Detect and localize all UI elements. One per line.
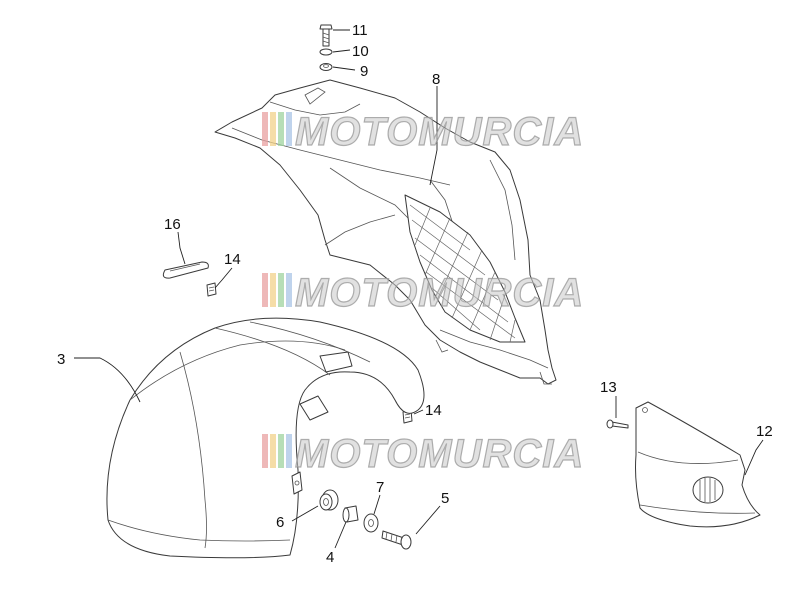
callout-11: 11 — [352, 22, 368, 39]
callout-7: 7 — [376, 479, 384, 496]
watermark-text: MOTOMURCIA — [295, 110, 584, 154]
part-4-bush — [342, 505, 359, 523]
part-5-bolt — [381, 530, 412, 550]
watermark-bottom: MOTOMURCIA — [262, 431, 584, 477]
callout-12: 12 — [756, 423, 773, 440]
watermark-text: MOTOMURCIA — [295, 271, 584, 315]
callout-labels: 3 11 10 9 8 16 14 14 13 12 6 4 7 5 — [57, 22, 773, 566]
callout-5: 5 — [441, 490, 449, 507]
watermark-stripe-3 — [278, 273, 284, 307]
watermark-middle: MOTOMURCIA — [262, 270, 584, 316]
watermark-text: MOTOMURCIA — [295, 432, 584, 476]
callout-9: 9 — [360, 63, 368, 80]
callout-8: 8 — [432, 71, 440, 88]
part-16-strip — [162, 261, 209, 279]
callout-6: 6 — [276, 514, 284, 531]
part-7-washer — [363, 513, 379, 533]
watermark-stripe-3 — [278, 434, 284, 468]
watermark-stripe-1 — [262, 434, 268, 468]
part-14-clip-upper — [206, 282, 217, 297]
watermark-stripe-4 — [286, 273, 292, 307]
watermark-stripe-1 — [262, 112, 268, 146]
watermark-stripe-2 — [270, 112, 276, 146]
watermark-stripe-2 — [270, 273, 276, 307]
leader-lines — [74, 29, 764, 549]
part-9-washer — [319, 63, 333, 71]
part-8-front-shield — [214, 79, 557, 385]
callout-3: 3 — [57, 351, 65, 368]
watermark-stripe-4 — [286, 434, 292, 468]
part-10-washer — [319, 48, 333, 56]
callout-14-upper: 14 — [224, 251, 241, 268]
part-11-screw — [319, 24, 333, 47]
callout-10: 10 — [352, 43, 369, 60]
part-6-spacer — [319, 489, 339, 511]
watermark-stripe-1 — [262, 273, 268, 307]
watermark-top: MOTOMURCIA — [262, 109, 584, 155]
callout-16: 16 — [164, 216, 181, 233]
callout-13: 13 — [600, 379, 617, 396]
part-12-cover — [635, 401, 761, 528]
watermark-stripe-3 — [278, 112, 284, 146]
callout-14-lower: 14 — [425, 402, 442, 419]
watermark-stripe-2 — [270, 434, 276, 468]
watermark-stripe-4 — [286, 112, 292, 146]
part-13-screw — [606, 419, 629, 429]
callout-4: 4 — [326, 549, 334, 566]
